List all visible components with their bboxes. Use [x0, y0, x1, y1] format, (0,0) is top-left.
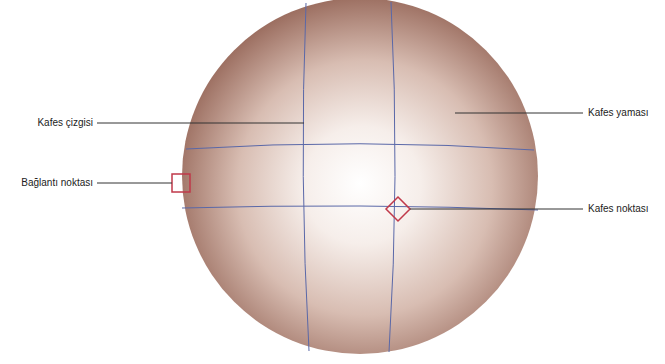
leader-line [410, 209, 583, 210]
mesh-line [389, 2, 395, 352]
callout-label: Bağlantı noktası [21, 177, 93, 189]
leader-lines [97, 113, 583, 209]
mesh-sphere [182, 0, 538, 354]
callout-label: Kafes çizgisi [37, 117, 93, 129]
mesh-point [386, 197, 410, 221]
leader-line [455, 113, 583, 114]
leader-line [97, 123, 304, 124]
anchor-point [172, 174, 190, 192]
leader-line [97, 183, 172, 184]
mesh-lines [182, 2, 538, 352]
mesh-line [303, 3, 309, 351]
mesh-line [186, 144, 534, 150]
callout-label: Kafes yaması [588, 107, 649, 119]
callout-label: Kafes noktası [588, 203, 649, 215]
